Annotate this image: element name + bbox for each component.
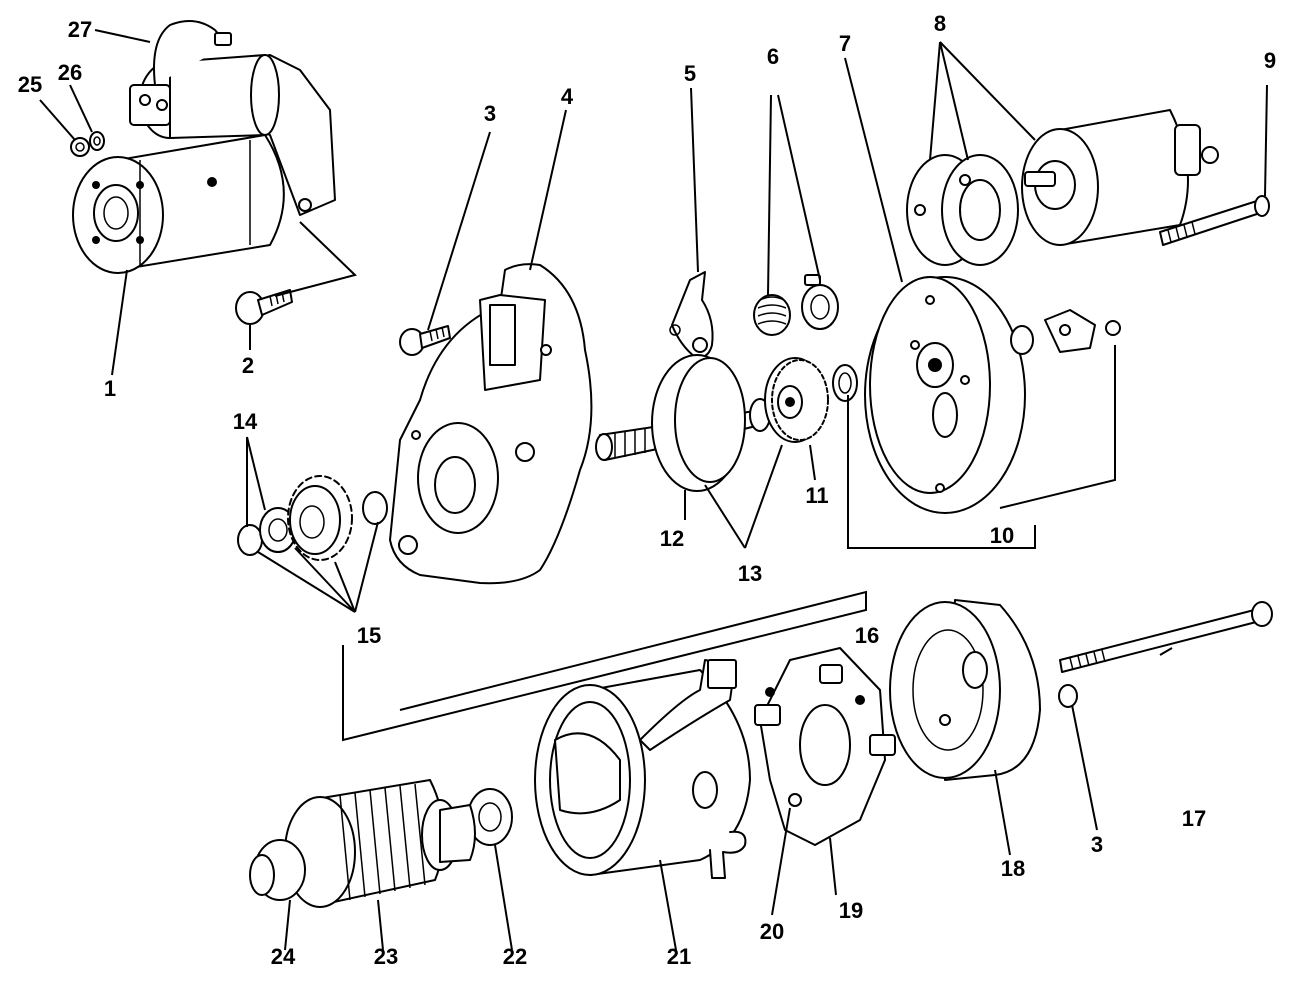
callout-8: 8	[934, 11, 946, 36]
callout-2: 2	[242, 353, 254, 378]
callout-18: 18	[1001, 856, 1025, 881]
callout-10: 10	[990, 523, 1014, 548]
callout-24: 24	[271, 944, 296, 969]
stator-housing-21	[534, 659, 751, 879]
callout-12: 12	[660, 526, 684, 551]
through-bolt-17	[1059, 601, 1273, 673]
callout-9: 9	[1264, 48, 1276, 73]
callout-26: 26	[58, 60, 82, 85]
callout-21: 21	[667, 944, 691, 969]
washer-26	[89, 131, 105, 151]
callout-5: 5	[684, 61, 696, 86]
callout-13: 13	[738, 561, 762, 586]
callout-11: 11	[805, 483, 828, 508]
assembled-starter-motor	[72, 20, 336, 274]
callout-19: 19	[839, 898, 863, 923]
solenoid-8	[906, 109, 1219, 266]
planetary-shaft-12	[595, 354, 771, 492]
brush-holder-19	[754, 647, 896, 846]
drive-end-housing	[389, 263, 593, 585]
bolt-3-top	[399, 325, 451, 356]
bolt-2	[235, 289, 293, 325]
bolt-3-lower	[1058, 684, 1078, 708]
callout-3-lower: 3	[1091, 832, 1103, 857]
intermediate-plate-7	[864, 276, 1026, 514]
end-cover-18	[889, 599, 1041, 781]
armature-23	[249, 779, 476, 908]
callout-7: 7	[839, 31, 851, 56]
callout-16: 16	[855, 623, 879, 648]
leader-lines	[39, 29, 1268, 951]
callout-14: 14	[233, 409, 258, 434]
retaining-clip	[1010, 309, 1121, 355]
callout-1: 1	[104, 376, 116, 401]
nut-25	[70, 137, 90, 157]
callout-17: 17	[1182, 806, 1206, 831]
shift-lever-5	[669, 271, 714, 359]
callout-22: 22	[503, 944, 527, 969]
spring-and-collar-6	[753, 274, 839, 336]
callout-15: 15	[357, 623, 381, 648]
callout-3-top: 3	[484, 101, 496, 126]
callout-6: 6	[767, 44, 779, 69]
callout-27: 27	[68, 17, 92, 42]
planet-gear-11	[764, 357, 829, 443]
pinion-assembly	[237, 475, 388, 561]
callout-labels: 27 25 26 1 2 3 4 5 6 7 8 9 10 11 12 13 1…	[18, 11, 1276, 969]
callout-25: 25	[18, 72, 42, 97]
washer-10	[832, 364, 858, 402]
callout-4: 4	[561, 84, 574, 109]
long-bolt-9	[1159, 195, 1270, 246]
callout-20: 20	[760, 919, 784, 944]
callout-23: 23	[374, 944, 398, 969]
